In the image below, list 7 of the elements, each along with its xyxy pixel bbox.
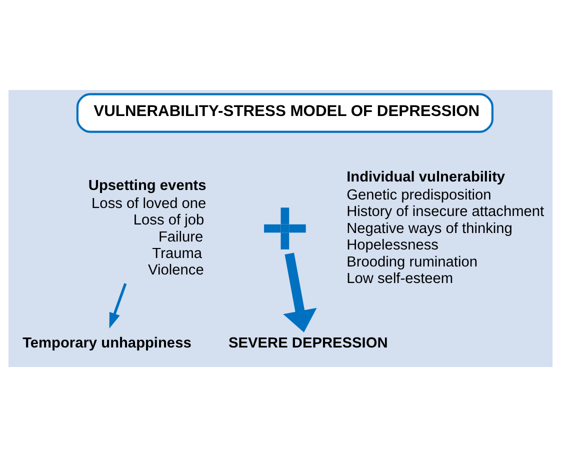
node-text: SEVERE DEPRESSION — [228, 335, 388, 352]
node-text: Individual vulnerability Genetic predisposition History of insecure attachment Negative ways of thinking Hopelessness Brooding rumination Low self-esteem — [346, 170, 544, 288]
node-box: VULNERABILITY-STRESS MODEL OF DEPRESSION — [76, 93, 494, 133]
node-text: Upsetting events Loss of loved one Loss of job Failure Trauma Violence — [88, 178, 206, 279]
arrow — [109, 283, 127, 328]
node-text: Temporary unhappiness — [22, 335, 192, 352]
arrow — [283, 252, 317, 332]
